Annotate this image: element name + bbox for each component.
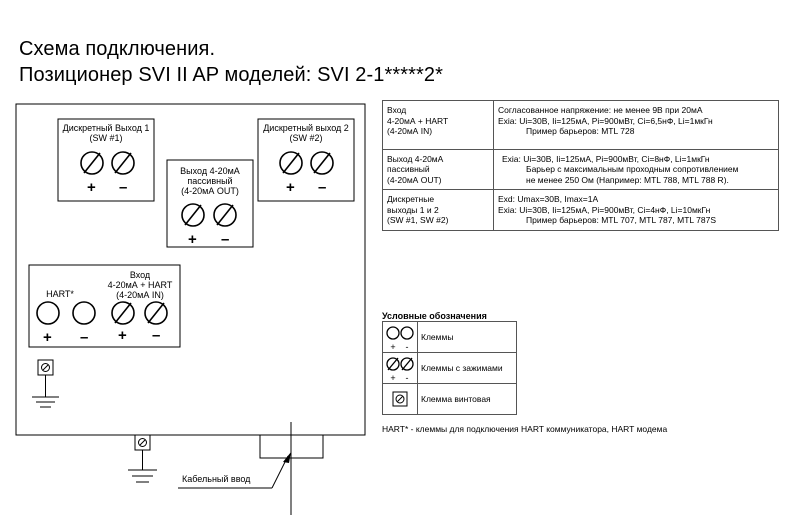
in-minus-sign: – [152,327,161,344]
legend-row-terminals: + - Клеммы [382,321,517,353]
legend-table: + - Клеммы + - Клеммы с зажимами [382,321,517,415]
terminal-pair-icon: + - [386,326,414,352]
hart-plus-sign: + [43,329,52,346]
sw2-plus-sign: + [286,179,295,196]
legend-row-clamp-terminals: + - Клеммы с зажимами [382,352,517,384]
out-plus-sign: + [188,231,197,248]
cable-entry [178,422,324,515]
page-title-line2: Позиционер SVI II AP моделей: SVI 2-1***… [19,64,444,86]
screw-terminal-icon [392,391,408,407]
spec-desc: Exia: Ui=30В, Ii=125мА, Pi=900мВт, Ci=8н… [493,148,779,190]
sw2-block [257,118,355,202]
sw1-label: Дискретный Выход 1(SW #1) [62,123,150,143]
hart-footnote: HART* - клеммы для подключения HART комм… [382,424,668,434]
terminal-sw2-minus [310,151,334,175]
cable-entry-arrow [283,452,291,463]
terminal-out-minus [213,203,237,227]
legend-plus-sign: + [390,373,395,383]
sw2-label: Дискретный выход 2(SW #2) [263,123,349,143]
terminals-symbol: + - [382,321,418,353]
terminal-hart-plus [36,301,60,325]
legend-plus-sign: + [390,342,395,352]
terminal-in-minus [144,301,168,325]
clamp-terminals-symbol: + - [382,352,418,384]
terminal-sw1-minus [111,151,135,175]
spec-desc: Согласованное напряжение: не менее 9В пр… [493,100,779,150]
legend-label: Клемма винтовая [417,383,517,415]
legend-minus-sign: - [406,342,409,352]
out-minus-sign: – [221,231,230,248]
terminal-sw1-plus [80,151,104,175]
internal-ground [32,359,59,408]
terminal-out-plus [181,203,205,227]
page-title-line1: Схема подключения. [19,38,216,60]
sw1-block [57,118,155,202]
terminal-sw2-plus [279,151,303,175]
terminal-in-plus [111,301,135,325]
clamp-terminal-pair-icon: + - [386,357,414,383]
external-ground [128,434,157,483]
device-housing [15,103,366,436]
legend-row-screw-terminal: Клемма винтовая [382,383,517,415]
legend-minus-sign: - [406,373,409,383]
legend-title: Условные обозначения [382,311,487,321]
in-plus-sign: + [118,327,127,344]
hart-label: HART* [46,289,74,299]
sw2-minus-sign: – [318,179,327,196]
sw1-minus-sign: – [119,179,128,196]
legend-label: Клеммы [417,321,517,353]
in-hart-block [28,264,181,348]
screw-terminal-symbol [382,383,418,415]
hart-minus-sign: – [80,329,89,346]
sw1-plus-sign: + [87,179,96,196]
cable-entry-label: Кабельный ввод [182,474,251,484]
terminal-hart-minus [72,301,96,325]
legend-label: Клеммы с зажимами [417,352,517,384]
out-block [166,159,254,248]
